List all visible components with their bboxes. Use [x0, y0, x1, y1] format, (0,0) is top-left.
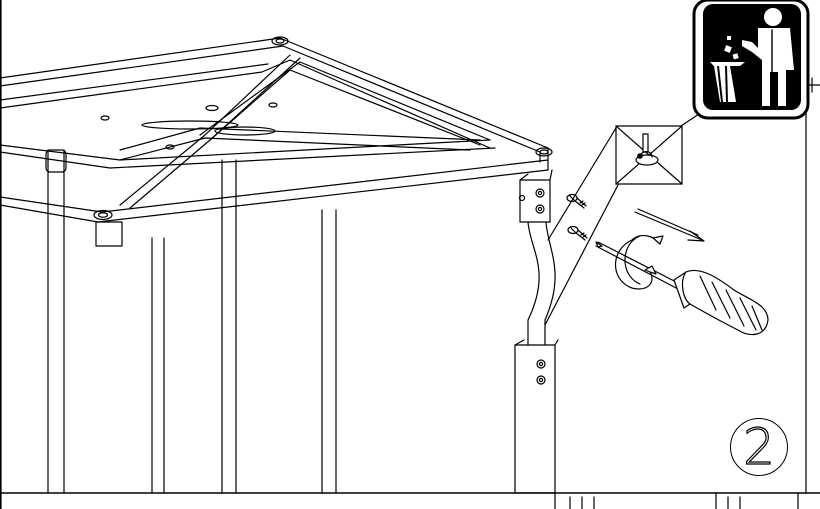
step-number: 2: [730, 418, 788, 476]
frame-roof: [0, 36, 553, 223]
connector-tube: [527, 221, 556, 346]
screwdriver-icon: [595, 241, 769, 336]
lower-leg: [514, 339, 559, 494]
screw-bottom: [567, 225, 588, 241]
frame-posts: [45, 149, 337, 494]
direction-arrow: [634, 208, 705, 242]
screw-pair: [566, 193, 588, 241]
screw-detail-icon: [615, 125, 683, 185]
screw-top: [566, 193, 587, 209]
corner-bracket: [518, 169, 553, 223]
trash-disposal-icon: [692, 0, 810, 120]
rotation-arrow-icon: [615, 235, 664, 290]
